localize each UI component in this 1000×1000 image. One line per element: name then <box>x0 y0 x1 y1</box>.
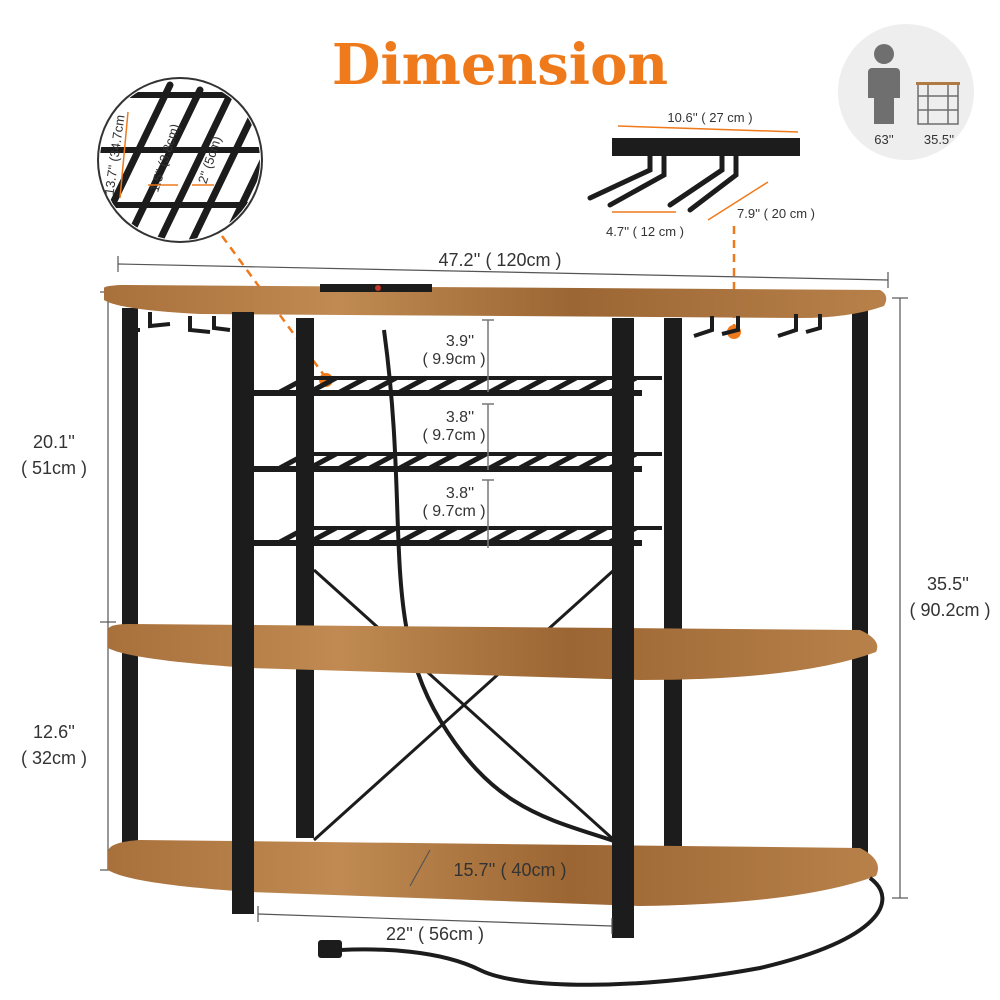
glass-hooks <box>122 312 822 338</box>
rack-gap-1-cm: ( 9.9cm ) <box>422 351 486 368</box>
lower-height-in: 12.6'' <box>33 722 75 742</box>
front-legs <box>232 312 634 938</box>
scale-badge <box>838 24 974 160</box>
holder-length-label: 10.6'' ( 27 cm ) <box>667 110 753 125</box>
upper-height-cm: ( 51cm ) <box>20 458 87 478</box>
cross-brace <box>312 568 616 842</box>
depth-label: 15.7'' ( 40cm ) <box>453 860 567 880</box>
total-height-in: 35.5'' <box>927 574 969 594</box>
plug-icon <box>318 940 342 958</box>
overall-width-label: 47.2'' ( 120cm ) <box>438 250 562 270</box>
width-dimension <box>117 256 889 288</box>
rack-gap-3-in: 3.8'' <box>445 485 475 502</box>
scale-icons <box>868 44 960 125</box>
person-icon <box>868 44 900 124</box>
bottom-dimensions <box>257 849 613 934</box>
rack-gap-2-in: 3.8'' <box>445 409 475 426</box>
middle-shelf <box>108 624 878 680</box>
glass-holder-detail <box>587 125 800 221</box>
rack-gap-2-cm: ( 9.7cm ) <box>422 427 486 444</box>
holder-depth-label: 7.9'' ( 20 cm ) <box>737 206 815 221</box>
person-height-label: 63'' <box>874 132 894 147</box>
rack-gap-markers <box>482 319 494 548</box>
total-height-cm: ( 90.2cm ) <box>909 600 991 620</box>
bottom-shelf <box>108 840 878 906</box>
page-title: Dimension <box>331 32 669 98</box>
rack-detail-zoom <box>97 77 263 243</box>
rack-gap-1-in: 3.9'' <box>445 333 475 350</box>
holder-spacing-label: 4.7'' ( 12 cm ) <box>606 224 684 239</box>
product-height-label: 35.5'' <box>923 132 955 147</box>
power-cord <box>339 876 885 987</box>
power-cord-back <box>382 329 641 852</box>
lower-height-cm: ( 32cm ) <box>20 748 87 768</box>
inner-width-label: 22'' ( 56cm ) <box>386 924 484 944</box>
back-legs <box>122 308 868 868</box>
rack-gap-3-cm: ( 9.7cm ) <box>422 503 486 520</box>
top-shelf <box>104 285 887 318</box>
upper-height-in: 20.1'' <box>33 432 75 452</box>
rack-icon <box>916 82 960 125</box>
